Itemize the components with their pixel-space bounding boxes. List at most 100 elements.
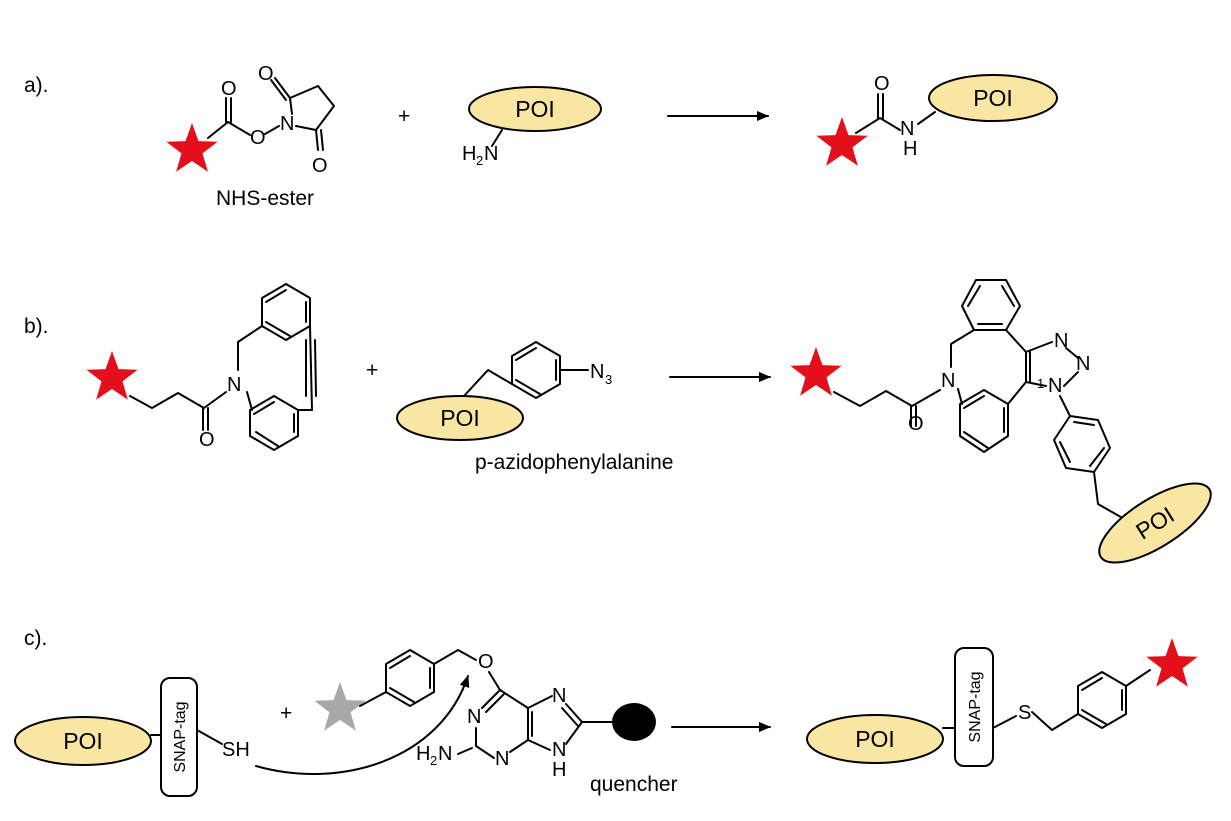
purine-ring-bonds <box>499 689 529 753</box>
purine-c6-n1 <box>481 689 505 713</box>
phe-sidechain <box>463 369 513 397</box>
purine-c8-n9 <box>565 721 583 745</box>
thioether-bond-1 <box>992 715 1017 729</box>
purine-n7: N <box>552 685 566 707</box>
azide-subscript: 3 <box>605 372 612 387</box>
dbco-n: N <box>227 374 241 396</box>
purine-amine-bond <box>457 747 473 755</box>
succinimide-o-top: O <box>258 63 274 85</box>
panel-c-label: c). <box>24 627 47 650</box>
bg-o-purine-bond <box>488 671 501 691</box>
triazole-inner-bonds <box>1063 347 1079 387</box>
amide-h: H <box>903 138 917 160</box>
purine-c5-n7 <box>527 695 553 709</box>
dbco-benzene-top-inner <box>265 289 307 337</box>
p-azidophenylalanine-label: p-azidophenylalanine <box>475 451 674 474</box>
dbco-n-ring-bond <box>246 391 253 411</box>
product-c-benzene-inner <box>1081 677 1123 725</box>
plus-sign-a: + <box>398 105 410 128</box>
product-aryl-ring <box>1053 415 1111 473</box>
product-n-ring-bond <box>957 388 963 405</box>
linker-chain-b <box>129 391 227 409</box>
thiol-label: SH <box>222 739 250 761</box>
plus-sign-b: + <box>366 359 378 382</box>
thiol-bond <box>196 729 223 745</box>
azide-n: N <box>590 361 604 383</box>
nucleophilic-attack-arrow <box>255 675 470 775</box>
panel-a: a). O O N O O NHS-ester + POI H 2 N O <box>24 63 1058 210</box>
product-ch2-bonds <box>950 329 975 368</box>
purine-amine-h: H <box>416 743 430 765</box>
purine-n9-h: H <box>552 759 566 781</box>
phe-benzene-inner <box>515 347 557 395</box>
nhs-n-atom: N <box>280 113 294 135</box>
snap-tag-box-reactant <box>160 677 198 797</box>
fluorophore-star-grey <box>314 682 366 731</box>
amide-o: O <box>874 73 890 95</box>
poi-label-a-product: POI <box>973 85 1013 111</box>
dbco-o: O <box>199 429 215 451</box>
purine-n9-c4 <box>527 739 551 751</box>
product-o: O <box>908 413 924 435</box>
ester-bond <box>207 121 229 139</box>
panel-c: c). POI SNAP-tag SH + O N H 2 N N N <box>14 627 1198 797</box>
product-c-star-bond <box>1125 669 1151 687</box>
dbco-ch2-bonds <box>237 325 263 371</box>
bg-benzene <box>385 649 435 707</box>
amide-poi-bond <box>917 111 936 125</box>
succinimide-o-bottom: O <box>312 155 328 177</box>
purine-n1: N <box>467 706 481 728</box>
product-benzene-top <box>961 279 1021 331</box>
purine-c2-bonds <box>475 727 495 759</box>
phe-benzene <box>511 341 561 399</box>
purine-n3: N <box>495 748 509 770</box>
fluorophore-star-c-product <box>1146 638 1198 687</box>
succinimide-carbonyl-top <box>270 77 291 101</box>
quencher-label: quencher <box>590 773 678 796</box>
amide-n: N <box>900 118 914 140</box>
thioether-s: S <box>1018 702 1031 724</box>
plus-sign-c: + <box>280 702 292 725</box>
panel-a-label: a). <box>24 74 49 97</box>
triazole-aryl-bond <box>1059 395 1071 417</box>
amide-carbonyl <box>877 93 884 119</box>
purine-n7-c8 <box>561 703 583 727</box>
fluorophore-star-a-product <box>816 117 868 166</box>
triazole-n3: N <box>1048 375 1062 397</box>
ester-o-atom: O <box>250 127 266 149</box>
dbco-benzene-bottom <box>249 395 299 451</box>
fluorophore-star-a <box>166 123 218 172</box>
bg-ch2-bonds <box>433 649 477 665</box>
bg-o: O <box>478 651 494 673</box>
cyclooctene-bonds <box>1005 329 1027 405</box>
product-benzene-bottom <box>959 389 1009 453</box>
ester-o-bond <box>227 121 251 136</box>
product-c-benzene <box>1077 671 1127 729</box>
fluorophore-star-b-product <box>790 347 842 396</box>
linker-chain-b-product <box>833 389 941 407</box>
triazole-locant: 1 <box>1037 376 1044 391</box>
product-carbonyl <box>910 405 917 427</box>
dbco-benzene-bottom-inner <box>253 401 295 447</box>
amine-h: H <box>462 143 476 165</box>
poi-ellipse-a-product <box>928 74 1058 122</box>
dbco-benzene-top <box>261 283 311 341</box>
triazole-n2: N <box>1076 353 1090 375</box>
bg-benzene-inner <box>389 655 431 703</box>
quencher-dot <box>612 703 656 741</box>
product-aryl-ch2 <box>1093 471 1127 521</box>
nhs-ester-label: NHS-ester <box>216 187 314 210</box>
ester-carbonyl-o: O <box>221 78 237 100</box>
poi-ellipse-a-reactant <box>468 86 602 132</box>
snap-tag-label-reactant: SNAP-tag <box>172 701 189 772</box>
panel-b-label: b). <box>24 315 49 338</box>
product-n: N <box>941 370 955 392</box>
grey-star-bond <box>359 691 387 707</box>
poi-label-c-reactant: POI <box>63 728 103 754</box>
poi-ellipse-b-product <box>1098 482 1212 564</box>
succinimide-carbonyl-bottom <box>315 129 324 151</box>
poi-label-b-reactant: POI <box>440 405 480 431</box>
triazole-n1: N <box>1054 330 1068 352</box>
